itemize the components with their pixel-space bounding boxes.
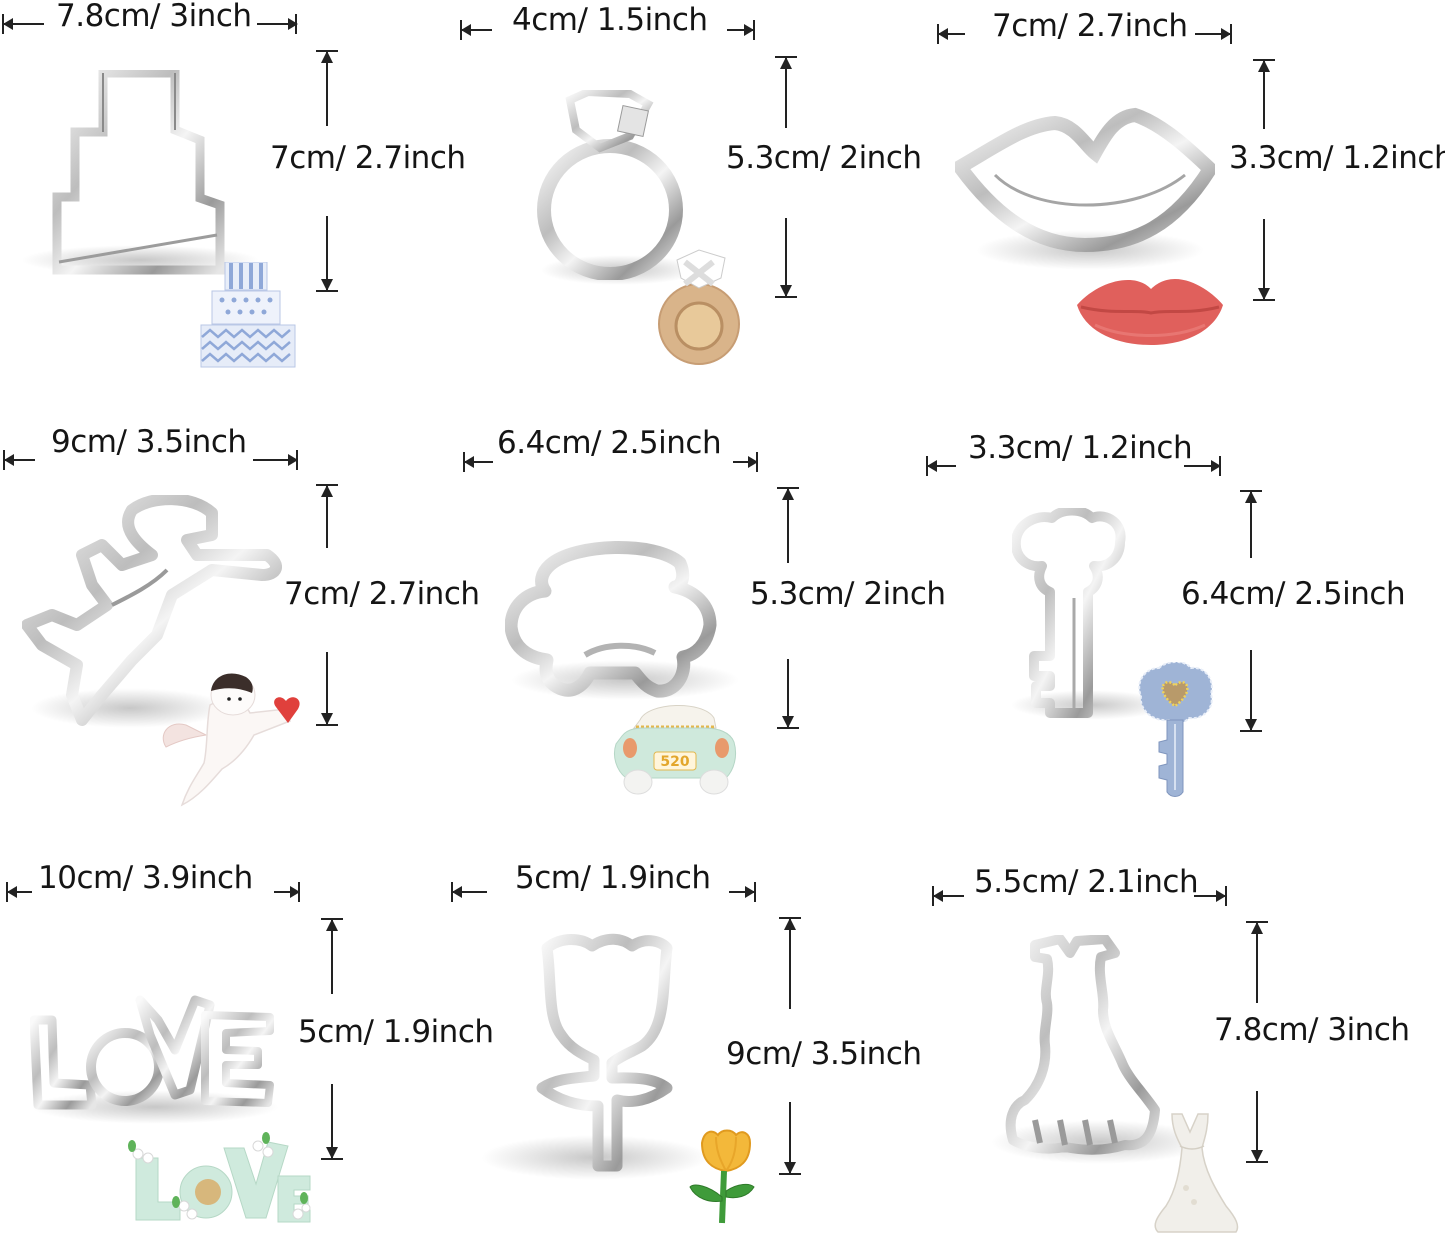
width-dimension-arrow <box>2 14 298 34</box>
tulip-cutter-icon <box>536 933 673 1172</box>
height-label: 3.3cm/ 1.2inch <box>1229 140 1445 176</box>
height-dimension-arrow <box>316 50 338 292</box>
cake-cutter-icon <box>52 70 225 275</box>
tulip-cookie-icon <box>689 1129 755 1224</box>
width-dimension-arrow <box>463 452 758 472</box>
height-label: 7cm/ 2.7inch <box>284 576 480 612</box>
lips-cookie-icon <box>1077 279 1223 345</box>
height-label: 9cm/ 3.5inch <box>726 1036 922 1072</box>
dress-cookie-icon <box>1154 1113 1239 1233</box>
width-label: 3.3cm/ 1.2inch <box>968 430 1193 466</box>
width-dimension-arrow <box>3 450 298 470</box>
cake-cookie-icon <box>200 262 296 368</box>
width-label: 7.8cm/ 3inch <box>56 0 252 34</box>
height-dimension-arrow <box>779 917 801 1175</box>
lips-cutter-icon <box>955 107 1215 253</box>
ring-cutter-icon <box>537 90 683 280</box>
love-cutter-icon <box>30 995 274 1110</box>
width-label: 5cm/ 1.9inch <box>515 860 711 896</box>
car-plate-text: 520 <box>660 754 689 770</box>
height-dimension-arrow <box>777 487 799 729</box>
height-dimension-arrow <box>1246 921 1268 1163</box>
width-label: 4cm/ 1.5inch <box>512 2 708 38</box>
width-dimension-arrow <box>937 24 1232 44</box>
height-dimension-arrow <box>775 56 797 298</box>
height-label: 5.3cm/ 2inch <box>750 576 946 612</box>
height-dimension-arrow <box>321 918 343 1160</box>
height-label: 7.8cm/ 3inch <box>1214 1012 1410 1048</box>
width-dimension-arrow <box>926 456 1221 476</box>
cupid-cookie-icon <box>162 673 300 807</box>
width-dimension-arrow <box>6 882 301 902</box>
height-label: 7cm/ 2.7inch <box>270 140 466 176</box>
width-label: 9cm/ 3.5inch <box>51 424 247 460</box>
love-cookie-icon <box>128 1132 311 1223</box>
car-cutter-icon <box>505 540 717 698</box>
dress-cutter-icon <box>1005 935 1160 1155</box>
height-dimension-arrow <box>1240 490 1262 732</box>
width-dimension-arrow <box>932 886 1227 906</box>
width-label: 6.4cm/ 2.5inch <box>497 425 722 461</box>
width-dimension-arrow <box>460 20 755 40</box>
height-label: 5.3cm/ 2inch <box>726 140 922 176</box>
width-dimension-arrow <box>451 882 756 902</box>
key-cutter-icon <box>1012 508 1126 718</box>
key-cookie-icon <box>1138 662 1213 797</box>
ring-cookie-icon <box>658 249 740 365</box>
height-dimension-arrow <box>316 484 338 726</box>
cupid-cutter-icon <box>22 495 282 726</box>
height-label: 5cm/ 1.9inch <box>298 1014 494 1050</box>
width-label: 10cm/ 3.9inch <box>38 860 253 896</box>
width-label: 5.5cm/ 2.1inch <box>974 864 1199 900</box>
height-dimension-arrow <box>1253 59 1275 301</box>
car-cookie-icon: 520 <box>613 705 737 795</box>
height-label: 6.4cm/ 2.5inch <box>1181 576 1406 612</box>
width-label: 7cm/ 2.7inch <box>992 8 1188 44</box>
